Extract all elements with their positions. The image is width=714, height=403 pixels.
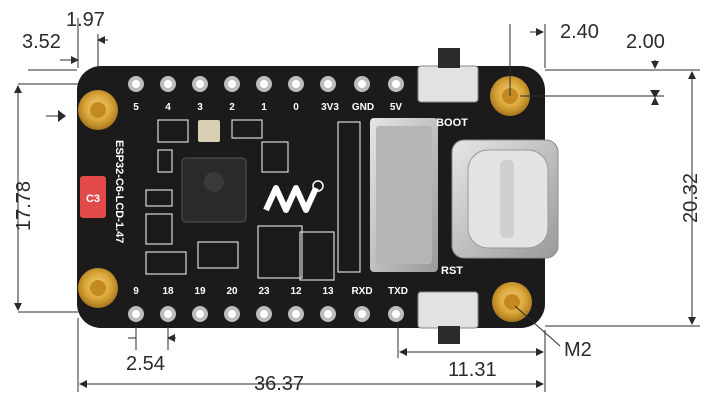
dim-2-40: 2.40 [560,21,599,43]
pin-label-top: 4 [165,102,171,113]
pin-label-top: 3 [197,102,203,113]
mounting-hole-top-left [78,90,118,130]
boot-label: BOOT [436,117,468,129]
pin-label-bottom: 13 [322,286,334,297]
pin-label-bottom: 23 [258,286,270,297]
dim-2-00: 2.00 [626,31,665,53]
pin-label-top: 0 [293,102,299,113]
pin-label-top: 5V [390,102,403,113]
dim-3-52: 3.52 [22,31,61,53]
boot-button[interactable] [417,65,479,103]
top-right-marker [650,90,660,98]
lcd-connector-inner [376,126,432,264]
pin-label-bottom: 12 [290,286,302,297]
pin-label-bottom: 9 [133,286,139,297]
chip-badge-box [80,176,106,218]
usb-c-tongue [500,160,514,238]
esp-logo [204,172,224,192]
board-name-silk: ESP32-C6-LCD-1.47 [113,140,125,243]
pin-label-top: 2 [229,102,235,113]
pin-label-top: 1 [261,102,267,113]
component-outlines [145,119,361,281]
reset-button-cap [438,326,460,344]
chip-badge: C3 [86,193,100,205]
reset-button[interactable] [417,291,479,329]
pin-label-bottom: 18 [162,286,174,297]
label-m2: M2 [564,339,592,361]
top-header [128,76,404,92]
waveshare-logo-icon [263,180,324,213]
boot-button-cap [438,48,460,68]
rst-label: RST [441,265,463,277]
crystal [198,120,220,142]
dim-11-31: 11.31 [448,359,497,381]
dim-20-32: 20.32 [680,173,702,223]
pin-label-bottom: RXD [351,286,372,297]
pin-label-top: 5 [133,102,139,113]
bottom-header [128,306,404,322]
pin-label-top: 3V3 [321,102,339,113]
dim-2-54: 2.54 [126,353,165,375]
dim-17-78: 17.78 [13,181,35,231]
dimension-lines [14,18,700,392]
left-marker [58,110,66,122]
pin-label-top: GND [352,102,374,113]
dim-36-37: 36.37 [254,373,304,395]
dim-1-97: 1.97 [66,9,105,31]
pin-label-bottom: TXD [388,286,408,297]
mounting-hole-bottom-left [78,268,118,308]
pin-label-bottom: 19 [194,286,206,297]
pin-label-bottom: 20 [226,286,238,297]
